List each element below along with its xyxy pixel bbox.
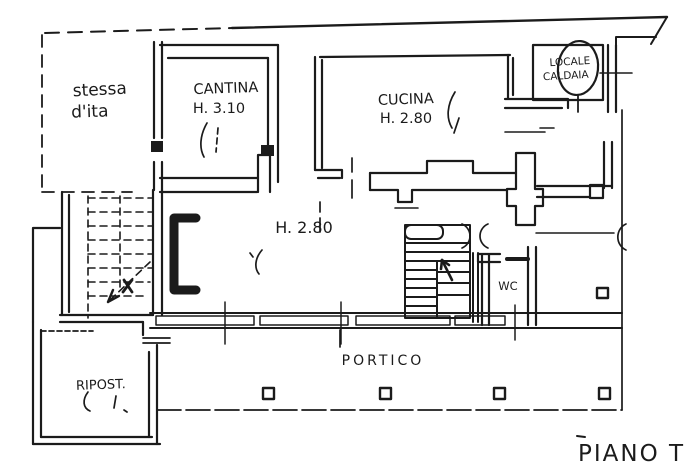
portico-pillar [378,386,393,401]
label-hall-height: H. 2.80 [275,218,333,237]
stairs-secondary [87,195,153,319]
hall-partition-walls [319,157,518,233]
room-cucina-walls [313,53,570,180]
stairs-secondary-arrow [106,278,134,304]
label-wc: WC [498,279,517,293]
room-ripostiglio-walls [31,320,162,446]
label-cucina-height: H. 2.80 [380,111,432,127]
label-caldaia-line2: CALDAIA [543,69,590,83]
label-portico: PORTICO [342,353,425,369]
stairs-main [404,224,479,323]
portico-area [156,109,623,411]
east-wing-walls [505,127,614,227]
label-stessa-line1: stessa [72,79,127,102]
room-wc-walls [461,223,627,327]
caption-mark [576,435,586,438]
boiler-symbol [556,39,600,97]
label-caldaia-line1: LOCALE [549,55,590,69]
outer-boundary [44,15,669,51]
portico-pillar [595,286,610,300]
room-cantina-walls [158,43,280,194]
label-stessa-line2: d'ita [71,101,109,122]
portico-pillar [492,386,507,401]
room-caldaia-walls [531,39,633,114]
label-cantina: CANTINA [193,80,258,98]
portico-pillar [597,386,612,401]
label-ripostiglio: RIPOST. [76,377,126,394]
portico-pillar [261,386,276,401]
hall-left-wall [31,188,201,344]
label-cucina: CUCINA [378,91,435,109]
room-stessa-walls [41,34,164,193]
label-cantina-height: H. 3.10 [193,101,245,117]
south-facade-wall [149,301,623,345]
plan-caption: PIANO T [578,441,685,462]
hall-scribble [249,249,263,275]
